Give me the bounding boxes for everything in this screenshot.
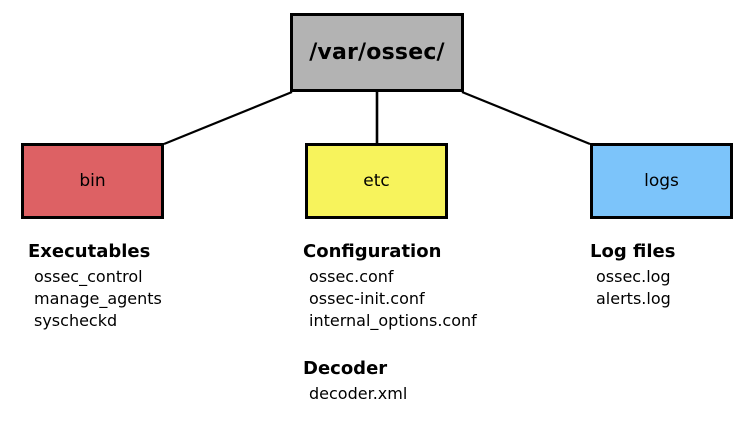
node-root-var-ossec[interactable]: /var/ossec/ [290, 13, 464, 92]
node-logs[interactable]: logs [590, 143, 733, 219]
legend-executables-title: Executables [28, 241, 151, 262]
node-bin-label: bin [79, 171, 106, 191]
node-root-label: /var/ossec/ [309, 40, 445, 65]
edge-root-to-bin [163, 90, 293, 146]
legend-decoder-title: Decoder [303, 358, 388, 379]
legend-log-files-item-0: ossec.log [596, 267, 671, 286]
legend-log-files-item-1: alerts.log [596, 289, 671, 308]
node-logs-label: logs [644, 171, 679, 191]
legend-executables-item-0: ossec_control [34, 267, 143, 286]
edge-root-to-logs [461, 90, 591, 146]
legend-executables: Executables ossec_control manage_agents … [28, 241, 162, 332]
legend-configuration-item-1: ossec-init.conf [309, 289, 425, 308]
node-etc-label: etc [363, 171, 390, 191]
legend-log-files-title: Log files [590, 241, 676, 262]
legend-configuration-title: Configuration [303, 241, 442, 262]
legend-decoder: Decoder decoder.xml [303, 358, 407, 405]
node-etc[interactable]: etc [305, 143, 448, 219]
legend-configuration: Configuration ossec.conf ossec-init.conf… [303, 241, 477, 332]
legend-configuration-item-2: internal_options.conf [309, 311, 477, 330]
legend-decoder-item-0: decoder.xml [309, 384, 408, 403]
legend-configuration-item-0: ossec.conf [309, 267, 394, 286]
legend-executables-item-1: manage_agents [34, 289, 162, 308]
legend-log-files: Log files ossec.log alerts.log [590, 241, 675, 310]
legend-executables-item-2: syscheckd [34, 311, 118, 330]
node-bin[interactable]: bin [21, 143, 164, 219]
